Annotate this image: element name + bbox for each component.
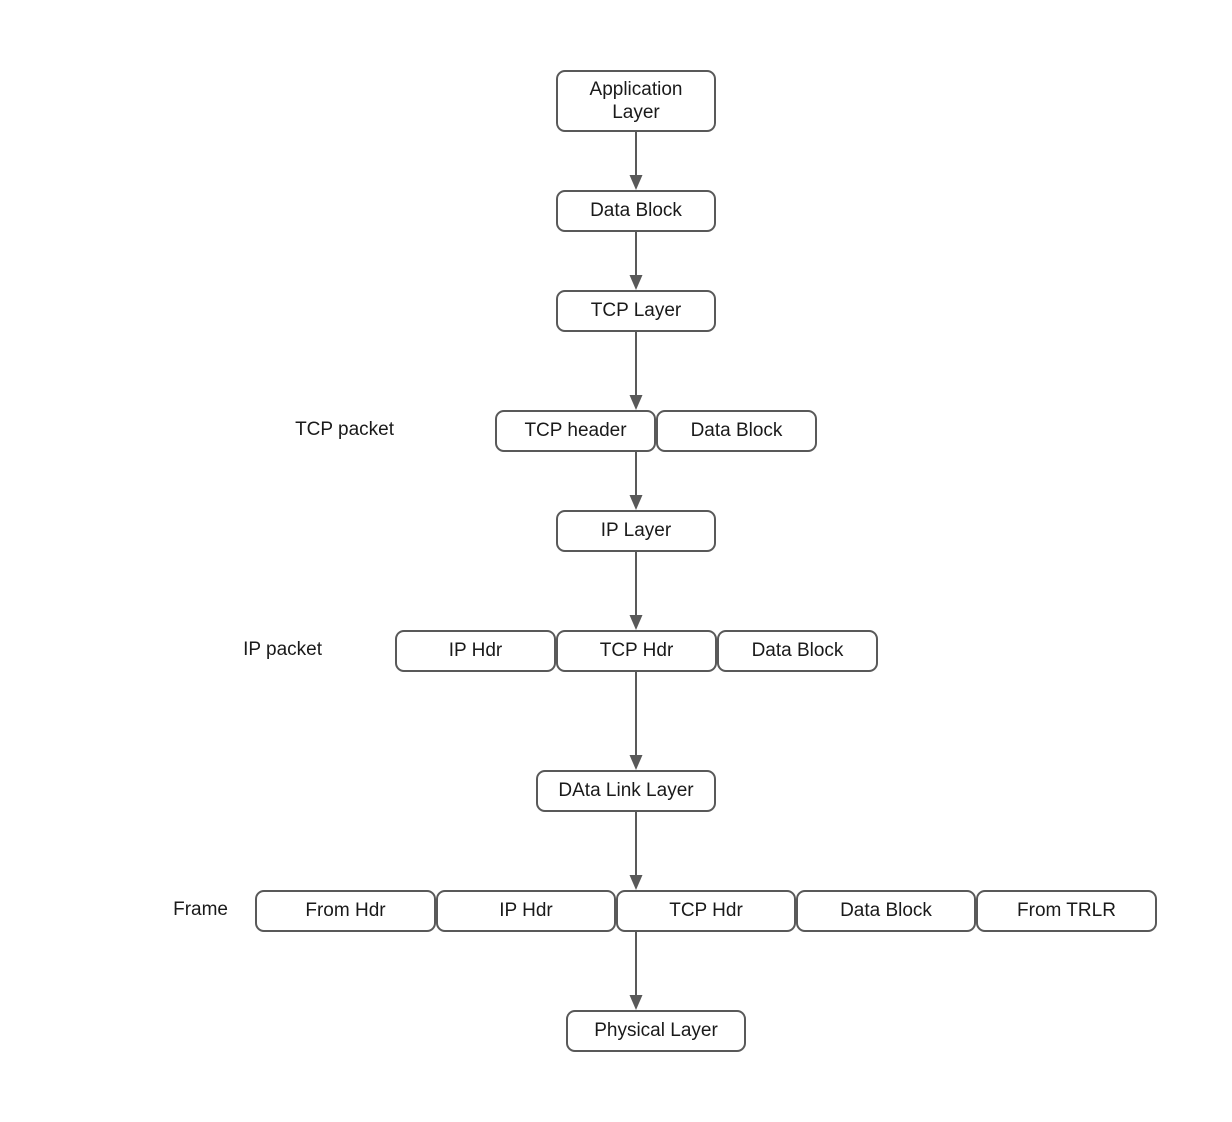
node-physical-layer: Physical Layer xyxy=(566,1010,746,1052)
node-ip-packet-ip-hdr: IP Hdr xyxy=(395,630,556,672)
flow-arrow xyxy=(625,932,647,1010)
node-frame-from-trlr: From TRLR xyxy=(976,890,1157,932)
node-data-link-layer: DAta Link Layer xyxy=(536,770,716,812)
node-tcp-layer: TCP Layer xyxy=(556,290,716,332)
node-tcp-packet-data-block: Data Block xyxy=(656,410,817,452)
tcp-packet-label: TCP packet xyxy=(295,419,394,440)
flow-arrow xyxy=(625,332,647,410)
node-frame-tcp-hdr: TCP Hdr xyxy=(616,890,796,932)
node-frame-ip-hdr: IP Hdr xyxy=(436,890,616,932)
flow-arrow xyxy=(625,672,647,770)
node-application-layer: Application Layer xyxy=(556,70,716,132)
node-frame-from-hdr: From Hdr xyxy=(255,890,436,932)
node-frame-data-block: Data Block xyxy=(796,890,976,932)
flow-arrow xyxy=(625,812,647,890)
flow-arrow xyxy=(625,132,647,190)
flow-arrow xyxy=(625,552,647,630)
ip-packet-label: IP packet xyxy=(243,639,322,660)
frame-label: Frame xyxy=(173,899,228,920)
node-ip-packet-tcp-hdr: TCP Hdr xyxy=(556,630,717,672)
flow-arrow xyxy=(625,452,647,510)
node-tcp-packet-tcp-header: TCP header xyxy=(495,410,656,452)
node-ip-layer: IP Layer xyxy=(556,510,716,552)
node-data-block-1: Data Block xyxy=(556,190,716,232)
flow-arrow xyxy=(625,232,647,290)
node-ip-packet-data-block: Data Block xyxy=(717,630,878,672)
